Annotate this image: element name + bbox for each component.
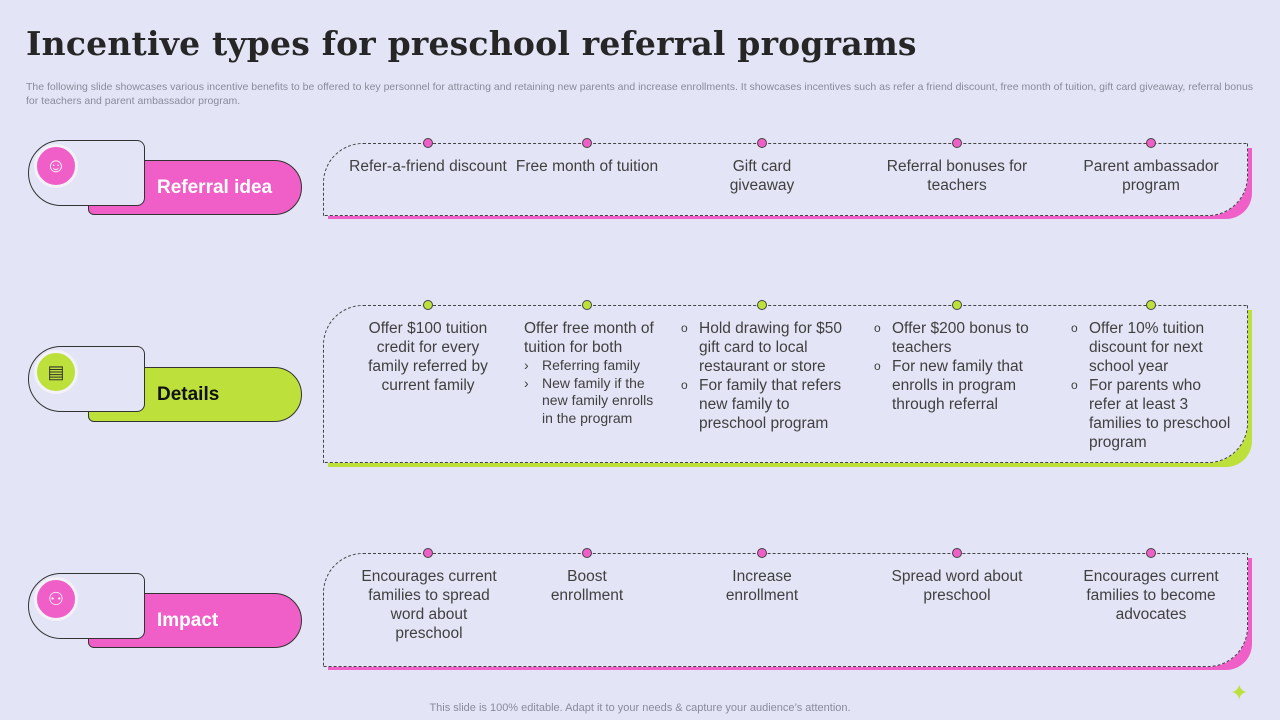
idea-item: Gift card giveaway	[729, 158, 795, 194]
idea-item: Refer-a-friend discount	[349, 158, 507, 175]
connector-dot	[423, 548, 433, 558]
detail-heading: Offer free month of tuition for both	[524, 320, 654, 356]
connector-dot	[1146, 548, 1156, 558]
idea-item: Referral bonuses for teachers	[886, 158, 1028, 194]
connector-dot	[423, 138, 433, 148]
detail-bullet: Offer $200 bonus to teachers	[874, 319, 1044, 357]
impact-item: Encourages current families to spread wo…	[361, 568, 497, 642]
connector-dot	[757, 138, 767, 148]
impact-item: Spread word about preschool	[891, 568, 1023, 604]
idea-item: Parent ambassador program	[1083, 158, 1219, 194]
connector-dot	[1146, 300, 1156, 310]
impact-item: Encourages current families to become ad…	[1083, 568, 1219, 623]
row-label-details: Details	[88, 367, 302, 422]
detail-item: Offer 10% tuition discount for next scho…	[1071, 319, 1231, 452]
detail-item: Offer $200 bonus to teachersFor new fami…	[874, 319, 1044, 414]
detail-bullet: For new family that enrolls in program t…	[874, 357, 1044, 414]
network-user-icon: ⚇	[34, 577, 78, 621]
detail-subitem: New family if the new family enrolls in …	[524, 375, 659, 428]
connector-dot	[952, 548, 962, 558]
connector-dot	[952, 300, 962, 310]
impact-panel	[323, 553, 1248, 667]
detail-bullet: Hold drawing for $50 gift card to local …	[681, 319, 851, 376]
connector-dot	[582, 138, 592, 148]
idea-item: Free month of tuition	[515, 158, 659, 175]
connector-dot	[423, 300, 433, 310]
connector-dot	[1146, 138, 1156, 148]
impact-item: Increase enrollment	[725, 568, 799, 604]
detail-item: Offer $100 tuition credit for every fami…	[368, 320, 488, 394]
impact-item: Boost enrollment	[550, 568, 624, 604]
connector-dot	[582, 548, 592, 558]
detail-bullet: For family that refers new family to pre…	[681, 376, 851, 433]
head-idea-icon: ☺	[34, 144, 78, 188]
sparkle-icon: ✦	[1230, 680, 1249, 705]
footer-note: This slide is 100% editable. Adapt it to…	[429, 702, 851, 714]
ideas-panel	[323, 143, 1248, 216]
detail-item: Offer free month of tuition for both Ref…	[524, 319, 659, 427]
detail-subitem: Referring family	[524, 357, 659, 375]
connector-dot	[757, 548, 767, 558]
subtitle: The following slide showcases various in…	[26, 81, 1254, 107]
document-icon: ▤	[34, 350, 78, 394]
detail-bullet: Offer 10% tuition discount for next scho…	[1071, 319, 1231, 376]
detail-bullet: For parents who refer at least 3 familie…	[1071, 376, 1231, 452]
connector-dot	[757, 300, 767, 310]
detail-item: Hold drawing for $50 gift card to local …	[681, 319, 851, 433]
connector-dot	[582, 300, 592, 310]
page-title: Incentive types for preschool referral p…	[26, 24, 917, 63]
connector-dot	[952, 138, 962, 148]
